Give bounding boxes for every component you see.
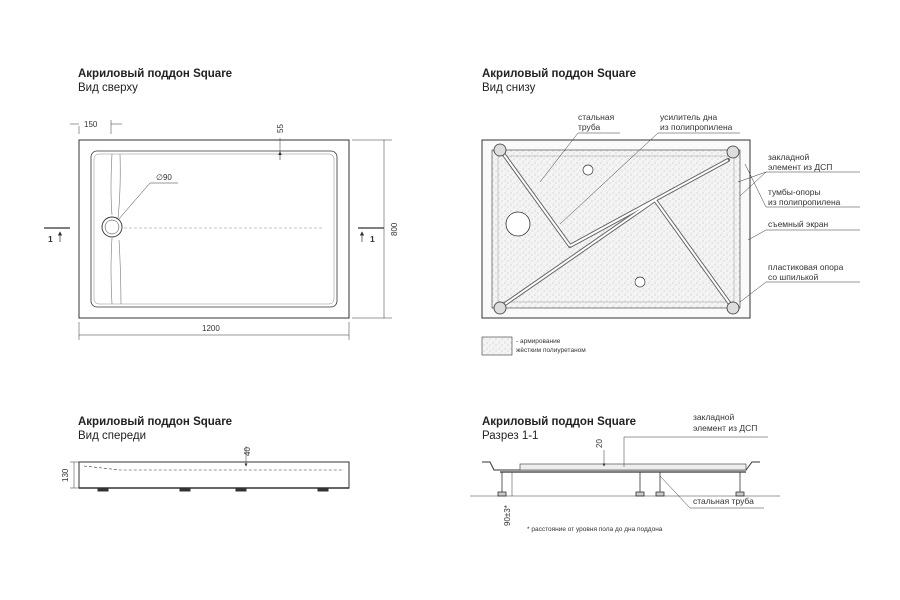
- dim-20: 20: [595, 439, 604, 448]
- section-view-subtitle: Разрез 1-1: [482, 430, 539, 442]
- dim-diameter: ∅90: [156, 173, 172, 182]
- support-top-left: [493, 143, 507, 157]
- label-plastic-support-2: со шпилькой: [768, 272, 819, 282]
- section-label-embedded-1: закладной: [693, 412, 735, 422]
- label-reinforcement-2: из полипропилена: [660, 122, 733, 132]
- drain-circle: [101, 216, 123, 238]
- section-label-steel: стальная труба: [693, 496, 754, 506]
- label-screen: съемный экран: [768, 219, 829, 229]
- bottom-view-subtitle: Вид снизу: [482, 82, 536, 94]
- label-embedded-2: элемент из ДСП: [768, 162, 832, 172]
- front-view: [70, 446, 350, 492]
- label-plastic-support-1: пластиковая опора: [768, 262, 844, 272]
- label-reinforcement-1: усилитель дна: [660, 112, 718, 122]
- legend-text-2: жёстким полиуретаном: [516, 347, 586, 354]
- bottom-view-title: Акриловый поддон Square: [482, 68, 637, 80]
- label-pedestals-2: из полипропилена: [768, 197, 841, 207]
- label-embedded-1: закладной: [768, 152, 810, 162]
- front-view-subtitle: Вид спереди: [78, 430, 147, 442]
- section-label-embedded-2: элемент из ДСП: [693, 423, 757, 433]
- top-view-title: Акриловый поддон Square: [78, 68, 233, 80]
- tray-outline: [78, 139, 350, 319]
- section-view: [470, 436, 780, 509]
- dim-800: 800: [390, 222, 399, 236]
- section-mark-right: 1: [370, 234, 375, 244]
- front-outline: [78, 461, 350, 489]
- label-steel-pipe-1: стальная: [578, 112, 615, 122]
- dim-1200: 1200: [202, 324, 220, 333]
- tray-inner-edge: [93, 153, 335, 305]
- label-pedestals-1: тумбы-опоры: [768, 187, 821, 197]
- dim-90: 90±3*: [503, 505, 512, 526]
- legend-text-1: - армирование: [516, 338, 561, 345]
- dim-130: 130: [61, 468, 70, 482]
- bottom-view: [481, 132, 860, 356]
- top-view: [44, 120, 392, 340]
- dim-55: 55: [276, 124, 285, 133]
- section-view-title: Акриловый поддон Square: [482, 416, 637, 428]
- support-bottom-right: [726, 301, 740, 315]
- support-top-right: [726, 145, 740, 159]
- front-view-title: Акриловый поддон Square: [78, 416, 233, 428]
- embedded-element: [519, 463, 747, 471]
- dim-40: 40: [243, 447, 252, 456]
- section-mark-left: 1: [48, 234, 53, 244]
- support-bottom-left: [493, 301, 507, 315]
- footnote: * расстояние от уровня пола до дна поддо…: [527, 526, 663, 533]
- tray-inner: [90, 150, 338, 308]
- label-steel-pipe-2: труба: [578, 122, 601, 132]
- dim-150: 150: [84, 120, 98, 129]
- legend-swatch: [481, 336, 513, 356]
- top-view-subtitle: Вид сверху: [78, 82, 138, 94]
- drain-hole: [505, 211, 531, 237]
